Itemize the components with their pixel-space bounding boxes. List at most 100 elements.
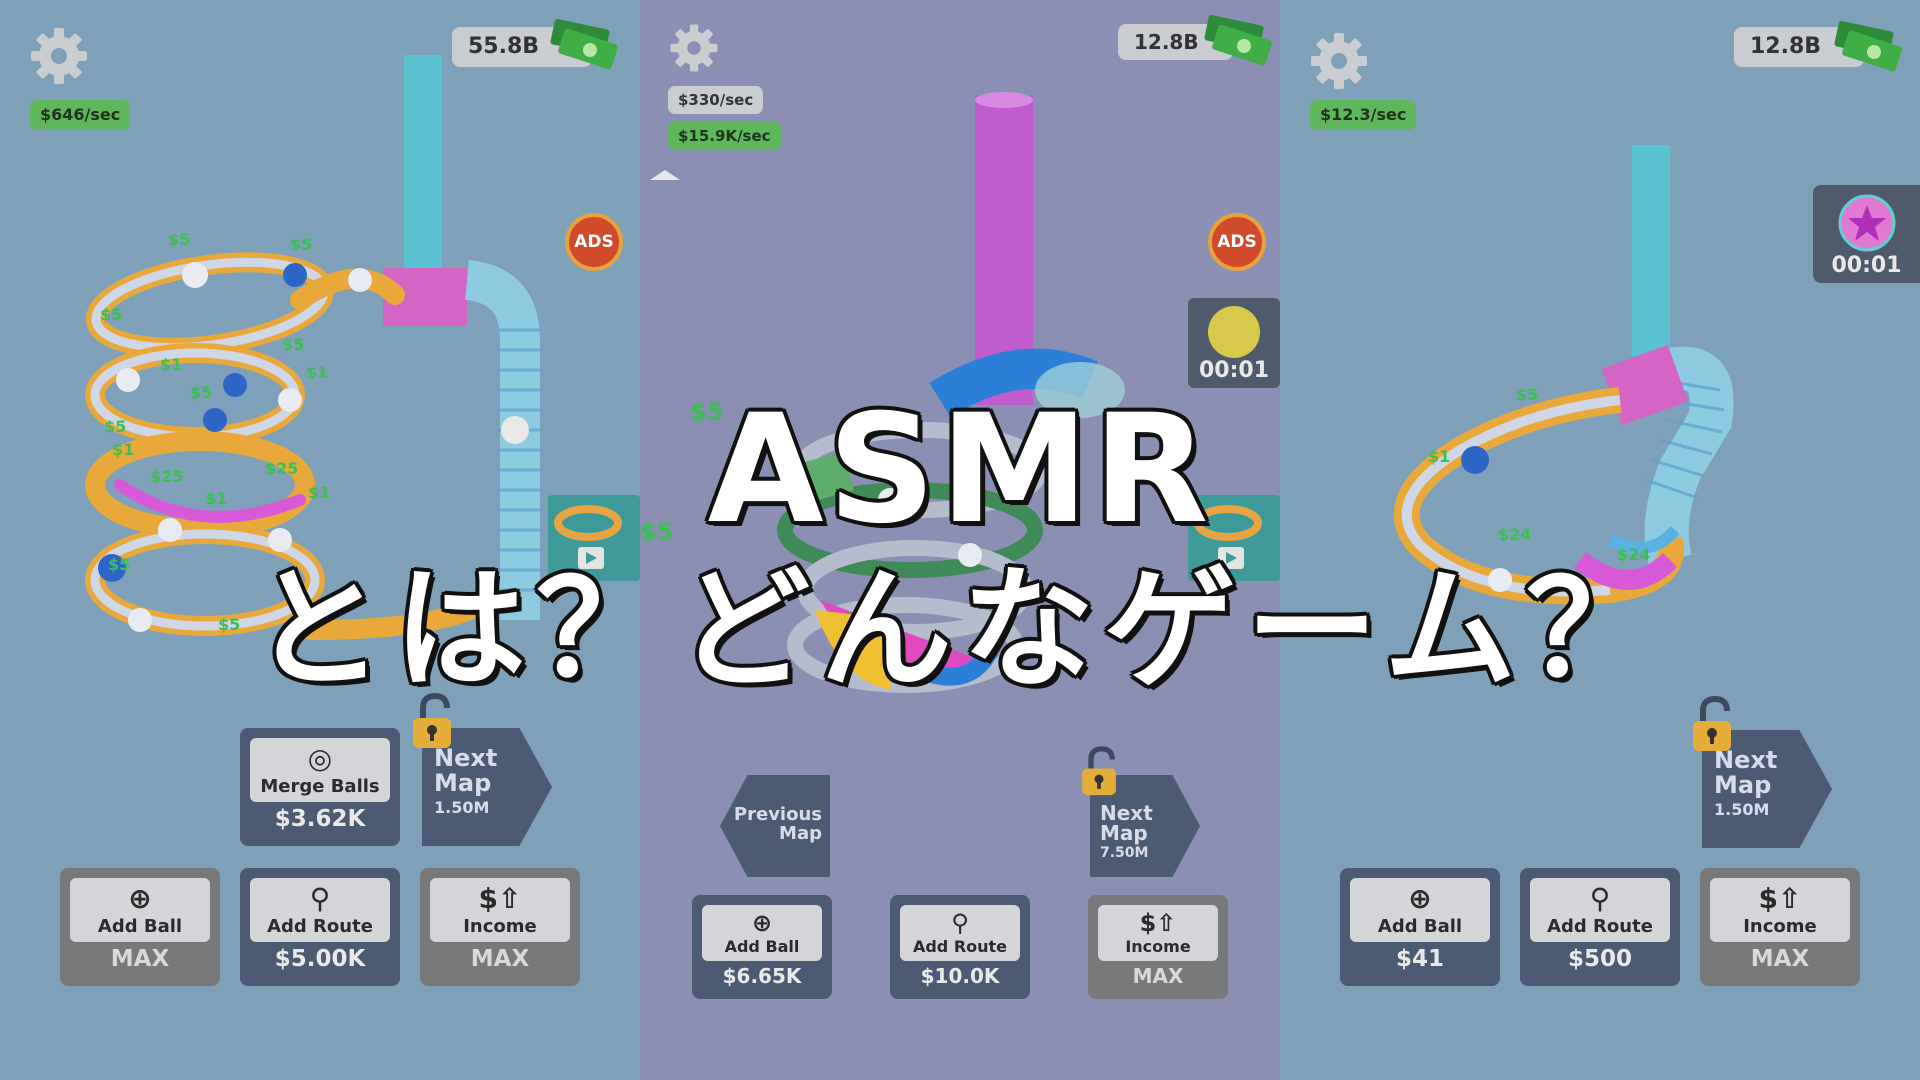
add-route-button[interactable]: ⚲ Add Route $10.0K xyxy=(890,895,1030,999)
svg-text:$5: $5 xyxy=(108,555,130,574)
add-route-label: Add Route xyxy=(267,916,373,937)
dollar-up-icon: $⇧ xyxy=(478,882,522,915)
next-map-label-2: Map xyxy=(434,769,492,797)
next-map-button[interactable]: Next Map 7.50M xyxy=(1090,775,1200,877)
add-route-price: $10.0K xyxy=(920,964,1000,988)
add-route-button[interactable]: ⚲ Add Route $5.00K xyxy=(240,868,400,986)
boost-timer-text: 00:01 xyxy=(1831,253,1902,278)
income-label: Income xyxy=(1125,937,1191,956)
svg-text:$5: $5 xyxy=(690,398,723,426)
svg-text:$1: $1 xyxy=(112,440,134,459)
previous-map-label-1: Previous xyxy=(733,804,822,825)
headline-title: ASMR xyxy=(707,383,1213,557)
svg-text:$5: $5 xyxy=(104,417,126,436)
add-route-label: Add Route xyxy=(912,937,1008,956)
svg-text:$5: $5 xyxy=(100,305,122,324)
add-ball-price: $6.65K xyxy=(722,964,802,988)
add-ball-label: Add Ball xyxy=(97,916,183,937)
plus-circle-icon: ⊕ xyxy=(751,909,773,937)
money-stack-icon xyxy=(1834,21,1902,72)
plus-circle-icon: ⊕ xyxy=(1408,882,1432,915)
star-icon xyxy=(1838,194,1895,252)
svg-text:$25: $25 xyxy=(150,467,183,486)
svg-text:$24: $24 xyxy=(1617,545,1650,564)
next-map-price: 1.50M xyxy=(1714,800,1770,819)
svg-text:$1: $1 xyxy=(205,489,227,508)
income-rate-badge: $330/sec xyxy=(668,86,764,114)
video-reward-button[interactable] xyxy=(1188,495,1280,581)
next-map-price: 1.50M xyxy=(434,798,490,817)
svg-text:$1: $1 xyxy=(306,363,328,382)
add-route-label: Add Route xyxy=(1547,916,1653,937)
income-label: Income xyxy=(463,916,537,937)
headline-subtitle: とは？どんなゲーム？ xyxy=(251,553,1669,707)
next-map-label-1: Next xyxy=(1100,801,1153,825)
padlock-icon xyxy=(413,692,451,748)
income-rate-badge: $646/sec xyxy=(30,100,131,130)
s-curve-track-art-3: $5$1$24$24 xyxy=(1393,145,1734,605)
cash-counter: 12.8B xyxy=(1734,27,1864,67)
add-ball-label: Add Ball xyxy=(724,937,800,956)
merge-circles-icon: ◎ xyxy=(307,742,333,775)
income-label: Income xyxy=(1743,916,1817,937)
add-route-price: $5.00K xyxy=(274,946,366,972)
play-video-icon xyxy=(554,505,622,569)
add-ball-price: $41 xyxy=(1395,946,1444,972)
plus-circle-icon: ⊕ xyxy=(128,882,152,915)
next-map-label-1: Next xyxy=(1714,746,1778,774)
play-video-icon xyxy=(1194,505,1262,569)
svg-text:$5: $5 xyxy=(282,335,304,354)
svg-text:$5: $5 xyxy=(218,615,240,634)
svg-text:$24: $24 xyxy=(1498,525,1531,544)
coil-track-art-2: $5 $5 xyxy=(640,92,1125,693)
money-stack-icon xyxy=(550,19,618,70)
star-boost-timer[interactable]: 00:01 xyxy=(1813,185,1920,283)
income-price: MAX xyxy=(1132,964,1184,988)
ads-badge-icon[interactable]: ADS xyxy=(565,213,623,271)
game-screen-1: $5$5$5 $5$1$5 $1$5$25 $25$1$1 $5$5$1 55.… xyxy=(0,0,640,1080)
add-ball-button[interactable]: ⊕ Add Ball $6.65K xyxy=(692,895,832,999)
svg-text:$1: $1 xyxy=(1428,447,1450,466)
merge-balls-button[interactable]: ◎ Merge Balls $3.62K xyxy=(240,728,400,846)
settings-gear-icon[interactable] xyxy=(28,25,90,87)
route-pin-icon: ⚲ xyxy=(1589,882,1611,915)
income-button[interactable]: $⇧ Income MAX xyxy=(1088,895,1228,999)
svg-text:$5: $5 xyxy=(640,518,673,546)
add-ball-price: MAX xyxy=(110,946,170,972)
income-price: MAX xyxy=(1750,946,1810,972)
spiral-track-art-1: $5$5$5 $5$1$5 $1$5$25 $25$1$1 $5$5$1 xyxy=(85,55,542,653)
income-price: MAX xyxy=(470,946,530,972)
money-stack-icon xyxy=(1204,15,1272,66)
video-reward-button[interactable] xyxy=(548,495,640,581)
route-pin-icon: ⚲ xyxy=(951,909,969,937)
game-screen-3: $5$1$24$24 12.8B $12.3/sec 00:01 xyxy=(1280,0,1920,1080)
add-ball-button[interactable]: ⊕ Add Ball MAX xyxy=(60,868,220,986)
next-map-label-2: Map xyxy=(1714,771,1772,799)
add-route-price: $500 xyxy=(1567,946,1632,972)
next-map-label-2: Map xyxy=(1100,821,1148,845)
previous-map-label-2: Map xyxy=(779,823,822,844)
income-button[interactable]: $⇧ Income MAX xyxy=(420,868,580,986)
padlock-icon xyxy=(1082,746,1116,796)
boost-timer-text: 00:01 xyxy=(1198,358,1270,383)
cash-counter: 12.8B xyxy=(1118,24,1233,60)
star-boost-timer[interactable]: 00:01 xyxy=(1188,298,1280,388)
income-rate-badge: $12.3/sec xyxy=(1310,100,1417,130)
svg-text:$1: $1 xyxy=(160,355,182,374)
next-map-button[interactable]: Next Map 1.50M xyxy=(422,728,552,846)
ads-badge-icon[interactable]: ADS xyxy=(1208,213,1266,271)
add-ball-button[interactable]: ⊕ Add Ball $41 xyxy=(1340,868,1500,986)
settings-gear-icon[interactable] xyxy=(1308,30,1370,92)
merge-balls-price: $3.62K xyxy=(274,806,366,832)
padlock-icon xyxy=(1693,695,1731,751)
dollar-up-icon: $⇧ xyxy=(1139,909,1177,937)
route-pin-icon: ⚲ xyxy=(309,882,331,915)
star-icon xyxy=(1208,306,1260,358)
merge-balls-label: Merge Balls xyxy=(260,776,380,797)
svg-text:$5: $5 xyxy=(168,230,190,249)
settings-gear-icon[interactable] xyxy=(668,22,720,74)
dollar-up-icon: $⇧ xyxy=(1758,882,1802,915)
add-route-button[interactable]: ⚲ Add Route $500 xyxy=(1520,868,1680,986)
income-button[interactable]: $⇧ Income MAX xyxy=(1700,868,1860,986)
